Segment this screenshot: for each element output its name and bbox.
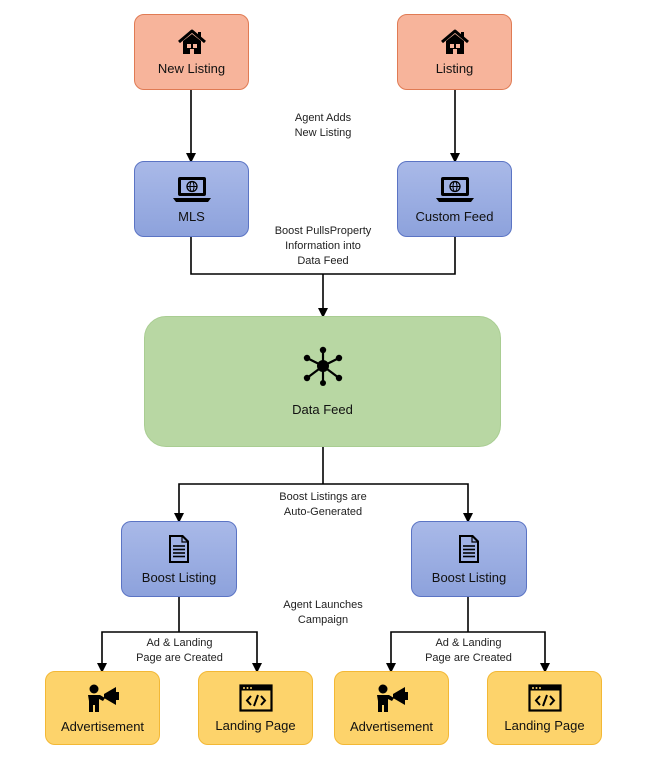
note-agent-adds: Agent Adds New Listing: [268, 111, 378, 141]
advertisement-left-node: Advertisement: [45, 671, 160, 745]
megaphone-person-icon: [87, 684, 119, 712]
listing-label: Listing: [435, 60, 474, 76]
house-icon: [440, 29, 469, 54]
document-icon: [459, 534, 479, 563]
arrow-right-to-landing: [468, 631, 550, 673]
code-window-icon: [527, 683, 562, 712]
custom-feed-label: Custom Feed: [415, 208, 494, 224]
arrow-left-to-ad: [97, 631, 179, 673]
data-feed-label: Data Feed: [292, 402, 353, 417]
boost-listing-right-node: Boost Listing: [411, 521, 527, 597]
laptop-globe-icon: [172, 176, 211, 202]
arrow-right-to-ad: [386, 631, 468, 673]
code-window-icon: [238, 683, 273, 712]
listing-node: Listing: [397, 14, 512, 90]
advertisement-right-node: Advertisement: [334, 671, 449, 745]
arrow-left-to-landing: [179, 631, 262, 673]
network-hub-icon: [303, 346, 342, 386]
note-agent-launches: Agent Launches Campaign: [268, 598, 378, 628]
laptop-globe-icon: [435, 176, 474, 202]
arrow-split-left: [174, 483, 323, 523]
boost-listing-left-label: Boost Listing: [141, 569, 217, 585]
house-icon: [177, 29, 206, 54]
note-boost-pulls: Boost PullsProperty Information into Dat…: [274, 225, 372, 267]
mls-label: MLS: [178, 208, 205, 224]
advertisement-left-label: Advertisement: [60, 718, 145, 734]
document-icon: [169, 534, 189, 563]
landing-page-right-node: Landing Page: [487, 671, 602, 745]
megaphone-person-icon: [376, 684, 408, 712]
note-ad-created-right: Ad & Landing Page are Created: [411, 636, 526, 666]
boost-listing-right-label: Boost Listing: [431, 569, 507, 585]
new-listing-node: New Listing: [134, 14, 249, 90]
note-ad-created-left: Ad & Landing Page are Created: [122, 636, 237, 666]
new-listing-label: New Listing: [157, 60, 226, 76]
advertisement-right-label: Advertisement: [349, 718, 434, 734]
custom-feed-node: Custom Feed: [397, 161, 512, 237]
mls-node: MLS: [134, 161, 249, 237]
landing-page-right-label: Landing Page: [504, 717, 585, 733]
note-auto-generated: Boost Listings are Auto-Generated: [263, 490, 383, 520]
arrow-split-right: [323, 483, 473, 523]
landing-page-left-node: Landing Page: [198, 671, 313, 745]
boost-listing-left-node: Boost Listing: [121, 521, 237, 597]
data-feed-node: Data Feed: [144, 316, 501, 447]
landing-page-left-label: Landing Page: [215, 717, 296, 733]
